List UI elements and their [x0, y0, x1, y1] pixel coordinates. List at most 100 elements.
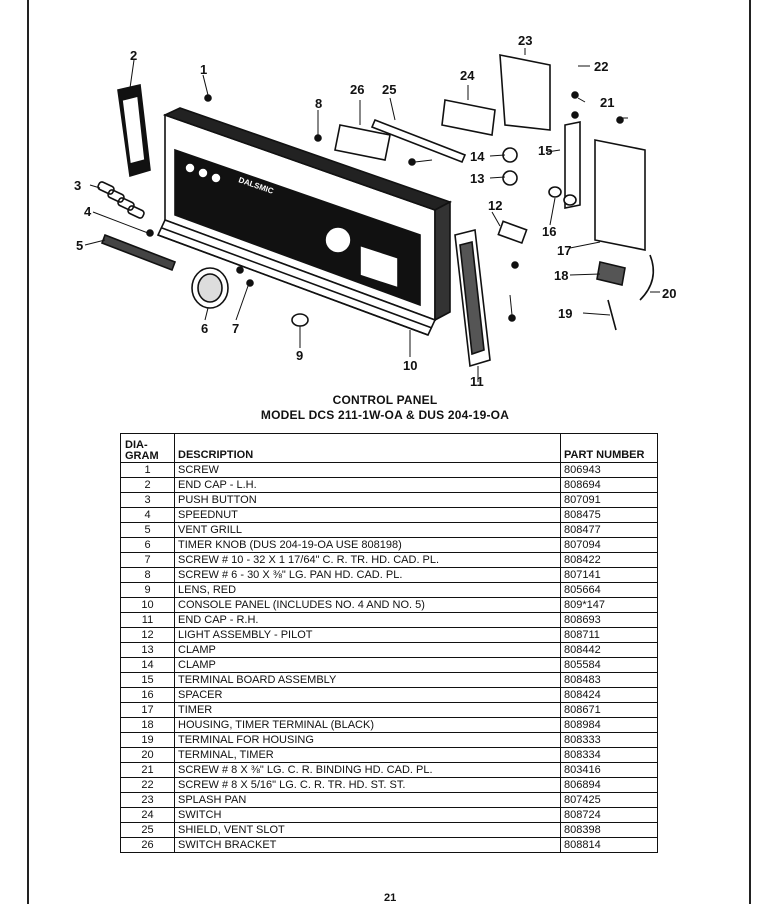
row-diagram-number: 3	[120, 492, 175, 508]
row-diagram-number: 1	[120, 462, 175, 478]
callout-5: 5	[76, 238, 83, 253]
callout-25: 25	[382, 82, 396, 97]
callout-19: 19	[558, 306, 572, 321]
callout-20: 20	[662, 286, 676, 301]
callout-10: 10	[403, 358, 417, 373]
light-assembly-drawing	[497, 220, 528, 245]
row-part-number: 807425	[560, 792, 658, 808]
row-description: HOUSING, TIMER TERMINAL (BLACK)	[174, 717, 561, 733]
row-description: CLAMP	[174, 642, 561, 658]
row-diagram-number: 12	[120, 627, 175, 643]
row-part-number: 808424	[560, 687, 658, 703]
row-description: SWITCH	[174, 807, 561, 823]
clamp-14-drawing	[502, 147, 518, 163]
callout-13: 13	[470, 171, 484, 186]
callout-15: 15	[538, 143, 552, 158]
row-diagram-number: 23	[120, 792, 175, 808]
row-description: END CAP - L.H.	[174, 477, 561, 493]
row-description: SWITCH BRACKET	[174, 837, 561, 853]
callout-2: 2	[130, 48, 137, 63]
row-part-number: 808984	[560, 717, 658, 733]
callout-17: 17	[557, 243, 571, 258]
page-number: 21	[384, 892, 397, 904]
callout-7: 7	[232, 321, 239, 336]
callout-4: 4	[84, 204, 92, 219]
row-description: LIGHT ASSEMBLY - PILOT	[174, 627, 561, 643]
vent-shield-drawing	[370, 118, 467, 164]
exploded-parts-diagram: 1 2 3 4 5 6 7 8 9 10 11 12 13 14 15 16 1…	[74, 33, 676, 389]
timer-terminal-housing-drawing	[596, 261, 626, 286]
header-part-number: PART NUMBER	[560, 433, 658, 463]
clamp-13-drawing	[502, 170, 518, 186]
row-part-number: 807094	[560, 537, 658, 553]
row-part-number: 808422	[560, 552, 658, 568]
splash-pan-drawing	[499, 54, 551, 131]
row-diagram-number: 14	[120, 657, 175, 673]
row-description: SCREW # 8 x 5/16" LG. C. R. TR. HD. ST. …	[174, 777, 561, 793]
header-diagram-line1: DIA-	[125, 439, 148, 451]
table-header-row: DIA- GRAM DESCRIPTION PART NUMBER	[120, 433, 658, 463]
end-cap-rh-drawing	[454, 229, 491, 368]
row-part-number: 808711	[560, 627, 658, 643]
row-diagram-number: 4	[120, 507, 175, 523]
lens-drawing	[291, 313, 309, 327]
row-diagram-number: 9	[120, 582, 175, 598]
row-description: SPEEDNUT	[174, 507, 561, 523]
row-part-number: 805664	[560, 582, 658, 598]
row-description: SPLASH PAN	[174, 792, 561, 808]
callout-3: 3	[74, 178, 81, 193]
row-diagram-number: 17	[120, 702, 175, 718]
leader-lines	[84, 48, 660, 382]
row-part-number: 808724	[560, 807, 658, 823]
row-part-number: 808442	[560, 642, 658, 658]
row-description: END CAP - R.H.	[174, 612, 561, 628]
switch-bracket-drawing	[334, 124, 391, 161]
callout-14: 14	[470, 149, 485, 164]
callout-16: 16	[542, 224, 556, 239]
row-description: TIMER	[174, 702, 561, 718]
row-description: SCREW # 10 - 32 x 1 17/64" C. R. TR. HD.…	[174, 552, 561, 568]
row-part-number: 803416	[560, 762, 658, 778]
terminal-timer-drawing	[639, 254, 655, 301]
page-subtitle: MODEL DCS 211-1W-OA & DUS 204-19-OA	[260, 408, 510, 422]
terminal-for-housing-drawing	[607, 299, 617, 331]
row-part-number: 808333	[560, 732, 658, 748]
row-diagram-number: 8	[120, 567, 175, 583]
row-description: LENS, RED	[174, 582, 561, 598]
callout-6: 6	[201, 321, 208, 336]
callout-26: 26	[350, 82, 364, 97]
row-part-number: 808475	[560, 507, 658, 523]
row-diagram-number: 26	[120, 837, 175, 853]
callout-8: 8	[315, 96, 322, 111]
row-description: CLAMP	[174, 657, 561, 673]
callout-22: 22	[594, 59, 608, 74]
callout-9: 9	[296, 348, 303, 363]
row-diagram-number: 5	[120, 522, 175, 538]
row-description: CONSOLE PANEL (INCLUDES NO. 4 AND NO. 5)	[174, 597, 561, 613]
row-part-number: 808694	[560, 477, 658, 493]
row-part-number: 807141	[560, 567, 658, 583]
row-diagram-number: 7	[120, 552, 175, 568]
header-diagram-line2: GRAM	[125, 450, 159, 462]
end-cap-lh-drawing	[117, 84, 151, 178]
row-diagram-number: 21	[120, 762, 175, 778]
row-diagram-number: 22	[120, 777, 175, 793]
